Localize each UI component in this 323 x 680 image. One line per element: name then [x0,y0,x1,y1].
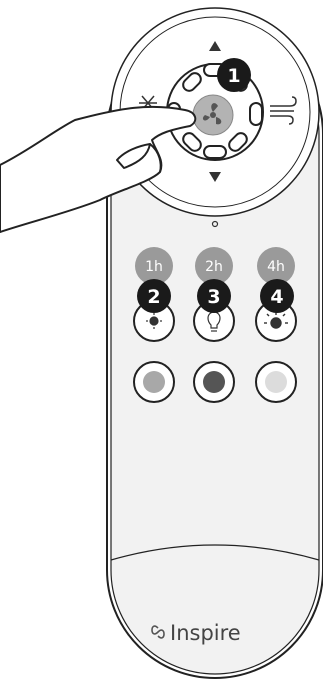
svg-text:2: 2 [147,286,160,308]
callout-2: 2 [137,279,171,313]
timer-label: 1h [145,259,163,275]
color-button-1[interactable] [134,362,174,402]
svg-text:4: 4 [270,286,283,308]
fan-button[interactable] [193,95,233,135]
svg-text:1: 1 [227,65,240,87]
callout-3: 3 [197,279,231,313]
callout-4: 4 [260,279,294,313]
timer-label: 2h [205,259,223,275]
svg-text:3: 3 [207,286,220,308]
speed-slot-right[interactable] [250,103,262,125]
timer-label: 4h [267,259,285,275]
callout-1: 1 [217,58,251,92]
brand-name: Inspire [170,621,241,645]
speed-slot-bottom[interactable] [204,146,226,158]
color-button-2[interactable] [194,362,234,402]
color-button-3[interactable] [256,362,296,402]
